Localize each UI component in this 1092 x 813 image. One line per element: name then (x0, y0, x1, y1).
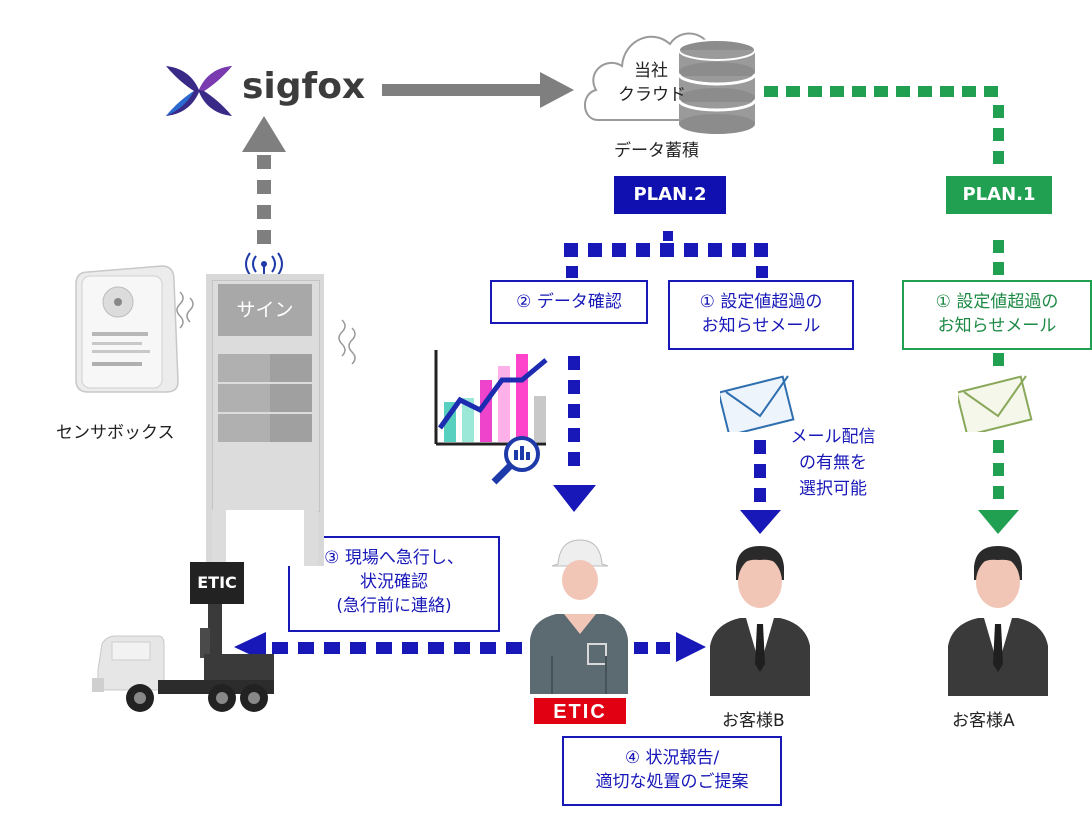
cloud-label-line1: 当社 (634, 61, 668, 81)
sigfox-logo: sigfox (160, 56, 380, 126)
cloud-label-line2: クラウド (618, 85, 686, 105)
plan2-blue-path (234, 231, 781, 662)
sign-row-1 (218, 354, 312, 382)
mail-option-line1: メール配信 (790, 427, 876, 447)
sigfox-mark-icon (166, 66, 232, 116)
sign-row-2 (218, 384, 312, 412)
truck-etic-label: ETIC (190, 562, 244, 604)
rush-line3: (急行前に連絡) (336, 596, 452, 616)
svg-text:ETIC: ETIC (553, 701, 607, 723)
envelope-icon-green (958, 375, 1033, 432)
vibration-icon-right (338, 319, 356, 365)
crane-truck: ETIC (88, 558, 274, 730)
sensor-box-label: センサボックス (56, 423, 175, 443)
etic-logo: ETIC (534, 698, 626, 724)
customer-b-figure (710, 546, 810, 696)
plan2-alert-line2: お知らせメール (701, 316, 821, 336)
analytics-chart-icon (434, 350, 548, 485)
rush-to-site-box: ③ 現場へ急行し、 状況確認 (急行前に連絡) (288, 536, 500, 632)
cloud-database: 当社 クラウド (578, 10, 768, 134)
report-proposal-box: ④ 状況報告/ 適切な処置のご提案 (562, 736, 782, 806)
vibration-icon-left (176, 291, 194, 329)
mail-option-note: メール配信 の有無を 選択可能 (780, 424, 886, 502)
sign-structure: サイン (206, 274, 324, 566)
plan1-alert-line2: お知らせメール (937, 316, 1057, 336)
rush-line2: 状況確認 (360, 572, 428, 592)
plan1-green-path (764, 86, 1019, 534)
sigfox-to-cloud-arrow (382, 72, 574, 108)
truck-icon (92, 604, 274, 712)
report-line2: 適切な処置のご提案 (595, 772, 749, 792)
mail-option-line2: の有無を (799, 453, 867, 473)
mail-option-line3: 選択可能 (799, 479, 867, 499)
envelope-icon (720, 375, 795, 432)
plan2-alert-line1: ① 設定値超過の (699, 292, 823, 312)
plan1-alert-line1: ① 設定値超過の (935, 292, 1059, 312)
plan1-badge: PLAN.1 (946, 176, 1052, 214)
sign-row-3 (218, 414, 312, 442)
plan2-badge: PLAN.2 (614, 176, 726, 214)
customer-a-figure (948, 546, 1048, 696)
etic-worker-figure (530, 539, 628, 694)
database-icon (677, 39, 757, 134)
data-check-box: ② データ確認 (490, 280, 648, 324)
customer-a-label: お客様A (952, 711, 1015, 731)
sign-to-sigfox-arrow (242, 116, 286, 244)
data-storage-label: データ蓄積 (614, 141, 699, 161)
rush-line1: ③ 現場へ急行し、 (324, 548, 464, 568)
sensor-box-image (75, 265, 179, 393)
plan1-alert-mail-box: ① 設定値超過の お知らせメール (902, 280, 1092, 350)
sign-panel-label: サイン (218, 284, 312, 336)
customer-b-label: お客様B (722, 711, 785, 731)
sigfox-wordmark: sigfox (242, 66, 366, 107)
plan2-alert-mail-box: ① 設定値超過の お知らせメール (668, 280, 854, 350)
report-line1: ④ 状況報告/ (624, 748, 720, 768)
